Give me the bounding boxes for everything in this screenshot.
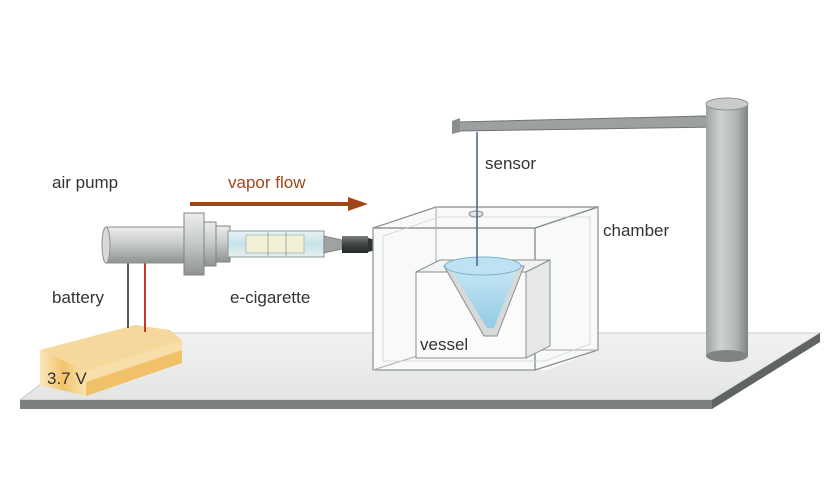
air-pump xyxy=(101,226,187,264)
label-vapor-flow: vapor flow xyxy=(228,173,306,192)
pump-coupling xyxy=(183,212,231,276)
stand-column xyxy=(705,97,749,362)
label-battery: battery xyxy=(52,288,104,307)
battery-cell xyxy=(40,325,182,396)
e-cigarette-device xyxy=(227,230,376,258)
sensor-arm xyxy=(452,115,721,134)
label-e-cigarette: e-cigarette xyxy=(230,288,311,307)
label-air-pump: air pump xyxy=(52,173,119,192)
label-voltage: 3.7 V xyxy=(47,369,87,388)
vapor-flow-arrow xyxy=(190,197,368,211)
label-sensor: sensor xyxy=(485,154,537,173)
label-chamber: chamber xyxy=(603,221,670,240)
label-vessel: vessel xyxy=(420,335,469,354)
sensor-port xyxy=(468,210,484,218)
vessel-block xyxy=(415,256,551,359)
